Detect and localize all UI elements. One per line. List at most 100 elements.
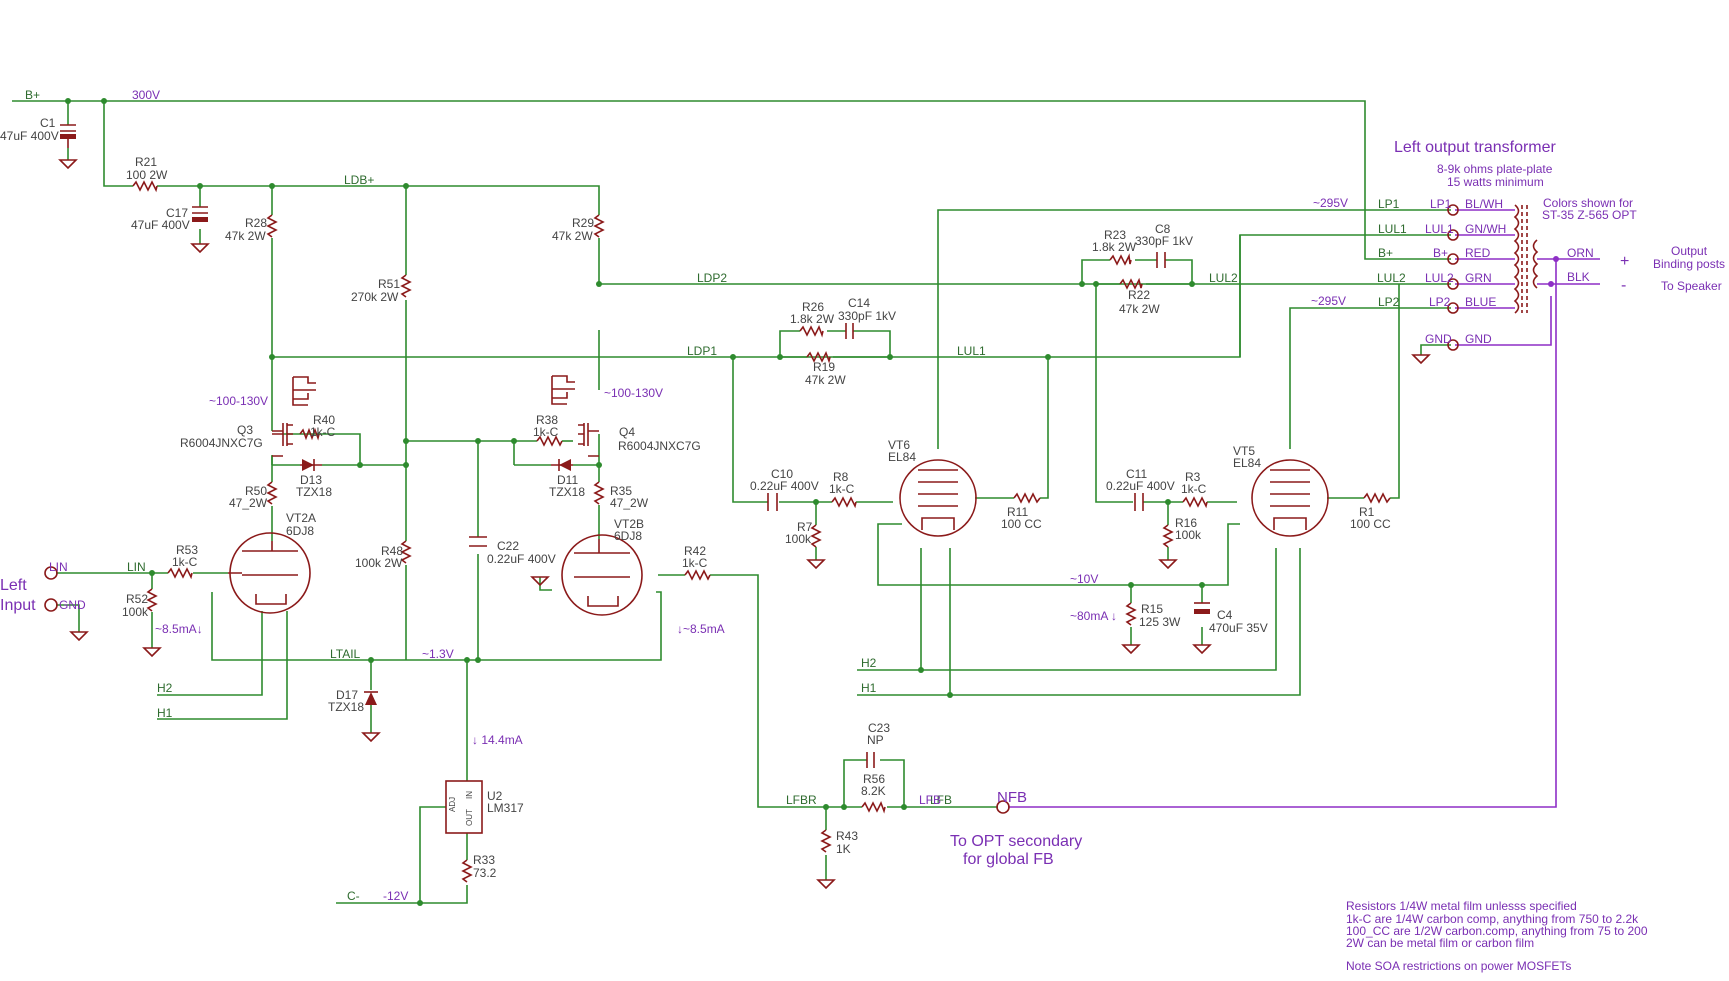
opt-pin-lul1: LUL1 xyxy=(1425,222,1454,236)
nfb-destination-1: To OPT secondary xyxy=(950,833,1082,850)
net-h1-output: H1 xyxy=(861,681,877,695)
output-label-2: Binding posts xyxy=(1653,257,1725,271)
vt6-value: EL84 xyxy=(888,450,916,464)
ground-r52 xyxy=(142,647,162,658)
net-h2-output: H2 xyxy=(861,656,877,670)
r43-ref: R43 xyxy=(836,829,858,843)
resistor-r3 xyxy=(1182,496,1208,509)
resistor-r11 xyxy=(1013,492,1041,504)
tube-vt5 xyxy=(1251,459,1329,537)
r48-ref: R48 xyxy=(381,544,403,558)
capacitor-c23 xyxy=(866,752,875,768)
u2-pin-in: IN xyxy=(465,791,474,799)
ground-c1 xyxy=(58,159,78,170)
c17-value: 47uF 400V xyxy=(131,218,190,232)
ground-r15 xyxy=(1121,644,1141,655)
r8-value: 1k-C xyxy=(829,482,855,496)
terminal-gnd-input xyxy=(44,598,58,612)
d17-ref: D17 xyxy=(336,688,358,702)
opt-colors-note-2: ST-35 Z-565 OPT xyxy=(1542,208,1637,222)
to-speaker-label: To Speaker xyxy=(1661,279,1722,293)
resistor-r19 xyxy=(806,351,831,364)
transformer-impedance: 8-9k ohms plate-plate xyxy=(1437,162,1553,176)
resistor-r29 xyxy=(593,214,605,238)
net-1.3v: ~1.3V xyxy=(422,647,454,661)
r51-value: 270k 2W xyxy=(351,290,399,304)
capacitor-c14 xyxy=(845,323,854,339)
opt-pin-bplus: B+ xyxy=(1433,246,1448,260)
net-lfb: LFB xyxy=(930,793,952,807)
d17-value: TZX18 xyxy=(328,700,364,714)
voltage-q3: ~100-130V xyxy=(209,394,268,408)
resistor-r35 xyxy=(593,481,605,505)
r19-value: 47k 2W xyxy=(805,373,846,387)
net-lul1: LUL1 xyxy=(957,344,986,358)
r8-ref: R8 xyxy=(833,470,849,484)
r23-ref: R23 xyxy=(1104,228,1126,242)
d11-ref: D11 xyxy=(557,473,578,487)
terminal-bplus xyxy=(1447,253,1459,265)
r56-ref: R56 xyxy=(863,772,885,786)
opt-pin-lp1: LP1 xyxy=(1430,197,1452,211)
vt5-ref: VT5 xyxy=(1233,444,1255,458)
net-cminus: C- xyxy=(347,889,360,903)
r7-ref: R7 xyxy=(797,520,813,534)
r23-value: 1.8k 2W xyxy=(1092,240,1137,254)
transformer-power: 15 watts minimum xyxy=(1447,175,1544,189)
c14-value: 330pF 1kV xyxy=(838,309,896,323)
capacitor-c11 xyxy=(1134,493,1144,511)
r15-ref: R15 xyxy=(1141,602,1163,616)
c8-ref: C8 xyxy=(1155,222,1171,236)
c8-value: 330pF 1kV xyxy=(1135,234,1193,248)
resistor-r48 xyxy=(400,540,412,564)
resistor-r26 xyxy=(799,325,824,338)
r3-value: 1k-C xyxy=(1181,482,1207,496)
r53-ref: R53 xyxy=(176,543,198,557)
terminal-lp1 xyxy=(1447,204,1459,216)
opt-colors-note-1: Colors shown for xyxy=(1543,196,1633,210)
labels: Left output transformer 8-9k ohms plate-… xyxy=(0,88,1725,973)
current-80ma: ~80mA ↓ xyxy=(1070,609,1117,623)
resistor-r53 xyxy=(167,567,193,580)
left-input-label-2: Input xyxy=(0,597,36,614)
r21-ref: R21 xyxy=(135,155,157,169)
r28-ref: R28 xyxy=(245,216,267,230)
resistor-r51 xyxy=(400,274,412,298)
r33-ref: R33 xyxy=(473,853,495,867)
opt-color-lp2: BLUE xyxy=(1465,295,1496,309)
net-ldbplus: LDB+ xyxy=(344,173,374,187)
r22-ref: R22 xyxy=(1128,288,1150,302)
r16-value: 100k xyxy=(1175,528,1202,542)
c23-ref: C23 xyxy=(868,721,890,735)
opt-color-blk: BLK xyxy=(1567,270,1590,284)
r48-value: 100k 2W xyxy=(355,556,403,570)
r52-ref: R52 xyxy=(126,592,148,606)
r42-value: 1k-C xyxy=(682,556,708,570)
r29-ref: R29 xyxy=(572,216,594,230)
terminal-gnd xyxy=(1447,339,1459,351)
net-lul2: LUL2 xyxy=(1209,271,1238,285)
r19-ref: R19 xyxy=(813,360,835,374)
opt-color-orn: ORN xyxy=(1567,246,1594,260)
r33-value: 73.2 xyxy=(473,866,497,880)
r21-value: 100 2W xyxy=(126,168,168,182)
net-lin: LIN xyxy=(127,560,146,574)
c4-ref: C4 xyxy=(1217,608,1233,622)
ground-r7 xyxy=(806,559,826,570)
voltage-q4: ~100-130V xyxy=(604,386,663,400)
r56-value: 8.2K xyxy=(861,784,886,798)
capacitor-c4 xyxy=(1194,602,1210,614)
capacitor-c8 xyxy=(1156,252,1166,268)
c10-value: 0.22uF 400V xyxy=(750,479,819,493)
c22-value: 0.22uF 400V xyxy=(487,552,556,566)
c23-value: NP xyxy=(867,733,884,747)
resistor-r22 xyxy=(1119,277,1143,290)
net-lp1: LP1 xyxy=(1378,197,1400,211)
net-lfbr: LFBR xyxy=(786,793,817,807)
net-h2-input: H2 xyxy=(157,681,173,695)
r11-ref: R11 xyxy=(1007,505,1028,519)
vt2a-value: 6DJ8 xyxy=(286,524,314,538)
current-8.5ma-a: ~8.5mA↓ xyxy=(155,622,203,636)
resistor-r38 xyxy=(536,435,563,447)
net-10v: ~10V xyxy=(1070,572,1098,586)
